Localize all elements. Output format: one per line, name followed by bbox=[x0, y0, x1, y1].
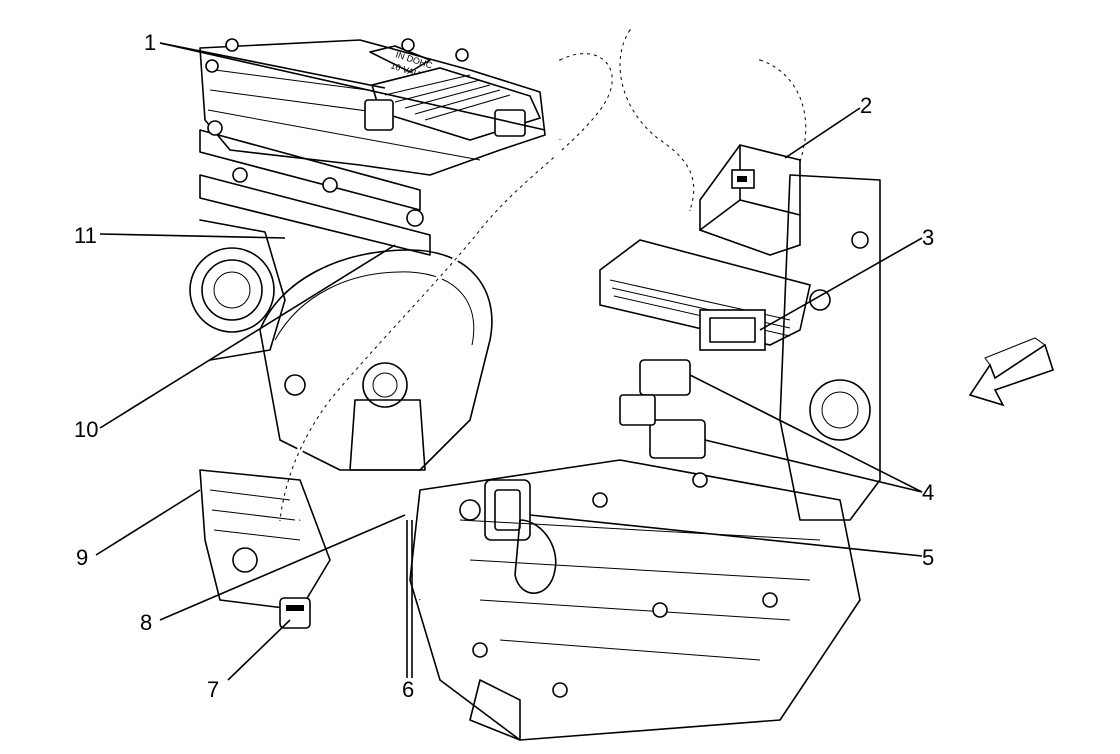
leader-1 bbox=[159, 42, 386, 89]
fuel-rail bbox=[199, 120, 431, 256]
left-block bbox=[199, 469, 331, 611]
callout-4: 4 bbox=[922, 480, 934, 505]
control-module bbox=[599, 239, 811, 351]
leader-7 bbox=[227, 619, 291, 681]
lower-block bbox=[409, 459, 861, 741]
callout-8: 8 bbox=[140, 610, 152, 635]
callout-labels: 1 2 3 4 5 6 7 8 9 10 11 bbox=[74, 30, 934, 702]
leader-1b bbox=[159, 42, 546, 131]
callout-6: 6 bbox=[402, 677, 414, 702]
leader-4b bbox=[704, 439, 923, 493]
front-of-vehicle-arrow bbox=[968, 337, 1055, 407]
leader-9 bbox=[95, 489, 201, 556]
leader-8 bbox=[159, 514, 406, 621]
callout-1: 1 bbox=[144, 30, 156, 55]
leader-11 bbox=[99, 233, 286, 239]
callout-9: 9 bbox=[76, 545, 88, 570]
callout-3: 3 bbox=[922, 225, 934, 250]
callout-11: 11 bbox=[74, 223, 97, 248]
leader-3 bbox=[759, 237, 923, 331]
callout-5: 5 bbox=[922, 545, 934, 570]
ignition-coil-pack bbox=[364, 67, 542, 141]
wiring-harness bbox=[277, 28, 809, 655]
engine-drawing: IN DOHC 16 VALVE bbox=[189, 28, 1055, 741]
leader-lines bbox=[95, 42, 923, 681]
leader-4a bbox=[689, 374, 923, 493]
connectors bbox=[619, 359, 706, 459]
relay-block bbox=[699, 144, 801, 256]
leader-2 bbox=[784, 107, 861, 159]
callout-7: 7 bbox=[207, 677, 219, 702]
valve-cover: IN DOHC 16 VALVE bbox=[199, 38, 546, 176]
leader-10 bbox=[99, 244, 396, 429]
callout-2: 2 bbox=[860, 93, 872, 118]
small-sensor bbox=[279, 597, 311, 629]
leader-5 bbox=[529, 514, 923, 557]
throttle-body bbox=[189, 219, 286, 361]
intake-manifold bbox=[259, 249, 493, 471]
callout-10: 10 bbox=[74, 417, 98, 442]
